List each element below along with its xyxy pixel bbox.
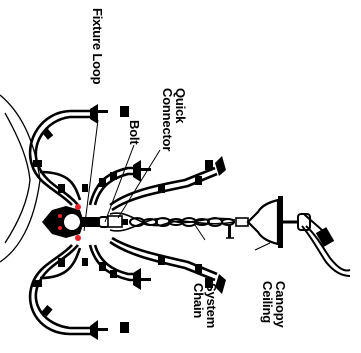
candle-cups <box>90 104 226 340</box>
lower-arms <box>28 236 218 336</box>
electrical-wire <box>109 212 236 232</box>
quick-connector-leader <box>117 149 161 219</box>
arm-ring-decorations <box>33 128 202 317</box>
quick-connector <box>107 215 128 228</box>
label-quick-connector: Quick Connector <box>160 88 188 151</box>
bolt-leader <box>104 144 135 223</box>
central-hub <box>42 206 100 238</box>
upper-arms <box>28 109 218 212</box>
label-bolt: Bolt <box>127 120 142 145</box>
fixture-loop-label: Fixture Loop <box>90 8 105 85</box>
ceiling-canopy <box>235 196 298 248</box>
quick-connector-label-line2: Connector <box>160 88 175 151</box>
bolt-label: Bolt <box>127 120 142 145</box>
canopy-hook <box>226 224 234 239</box>
label-ceiling-canopy: Ceiling Canopy <box>260 281 288 328</box>
quick-connector-label-line1: Quick <box>173 88 188 124</box>
chain-system-label-line1: Chain <box>191 283 206 318</box>
label-fixture-loop: Fixture Loop <box>90 8 105 85</box>
chain-system-label-line2: System <box>204 283 219 328</box>
ceiling-canopy-label-line2: Canopy <box>273 281 288 328</box>
ceiling-wiring <box>297 213 351 277</box>
leader-lines <box>83 119 271 251</box>
chandelier-body-outline <box>0 94 41 263</box>
ceiling-canopy-leader <box>254 242 271 251</box>
hub-accent-markers <box>58 204 81 241</box>
chain-system-leader <box>194 224 206 241</box>
fixture-loop-leader <box>83 119 99 232</box>
ceiling-canopy-label-line1: Ceiling <box>260 281 275 323</box>
label-chain-system: Chain System <box>191 283 219 328</box>
